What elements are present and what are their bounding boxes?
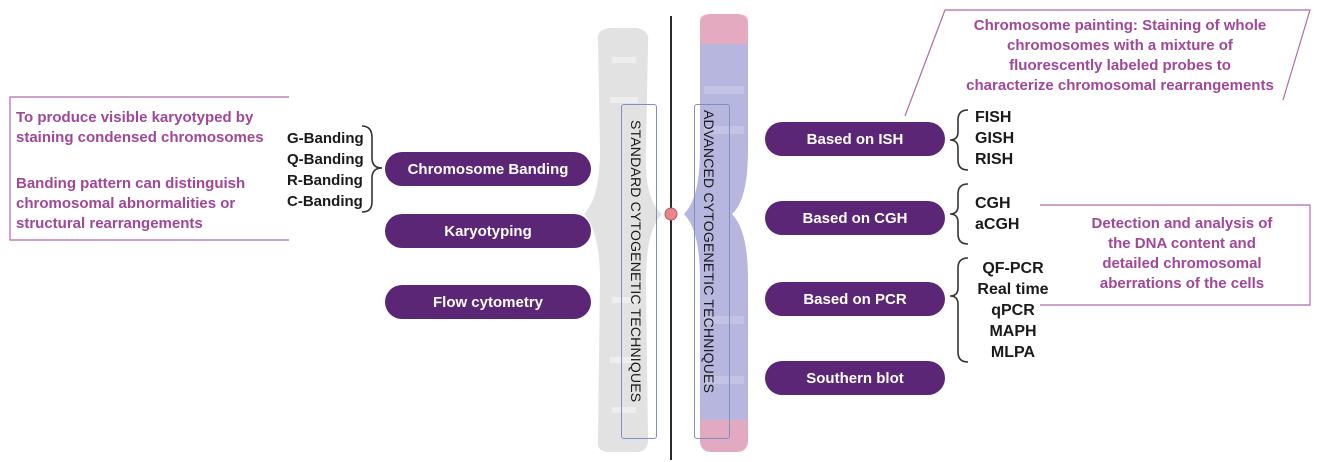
note-line: fluorescently labeled probes to bbox=[1009, 57, 1231, 74]
note-line: Detection and analysis of bbox=[1091, 215, 1273, 232]
cgh-method: CGH bbox=[975, 195, 1011, 212]
standard-chromosome-illustration bbox=[584, 28, 662, 452]
centromere-marker bbox=[664, 207, 678, 221]
note-line: Chromosome painting: Staining of whole bbox=[973, 17, 1267, 34]
ish-method: GISH bbox=[975, 130, 1015, 147]
detection-note-outline bbox=[1040, 204, 1311, 306]
pcr-bracket bbox=[949, 257, 969, 363]
cgh-method: aCGH bbox=[975, 216, 1020, 233]
advanced-axis-label: ADVANCED CYTOGENETIC TECHNIQUES bbox=[701, 110, 717, 394]
note-line: the DNA content and bbox=[1108, 235, 1256, 252]
based-on-ish-pill: Based on ISH bbox=[765, 122, 945, 156]
pcr-method: qPCR bbox=[991, 302, 1035, 319]
banding-types-list: G-Banding Q-Banding R-Banding C-Banding bbox=[287, 128, 364, 212]
pcr-method: MAPH bbox=[989, 323, 1037, 340]
ish-method: FISH bbox=[975, 109, 1012, 126]
note-line: Banding pattern can distinguish bbox=[16, 175, 246, 192]
banding-type: G-Banding bbox=[287, 130, 364, 147]
standard-axis-label: STANDARD CYTOGENETIC TECHNIQUES bbox=[628, 120, 644, 403]
banding-bracket bbox=[361, 125, 383, 213]
pcr-methods-list: QF-PCR Real time qPCR MAPH MLPA bbox=[965, 258, 1061, 363]
cgh-methods-list: CGH aCGH bbox=[975, 193, 1019, 235]
note-line: aberrations of the cells bbox=[1099, 275, 1265, 292]
note-line: chromosomal abnormalities or bbox=[16, 195, 236, 212]
note-line: staining condensed chromosomes bbox=[16, 129, 264, 146]
chromosome-banding-pill: Chromosome Banding bbox=[385, 152, 591, 186]
standard-note-banding: Banding pattern can distinguish chromoso… bbox=[16, 174, 245, 234]
note-line: characterize chromosomal rearrangements bbox=[966, 77, 1274, 94]
ish-method: RISH bbox=[975, 151, 1014, 168]
note-line: chromosomes with a mixture of bbox=[1007, 37, 1233, 54]
advanced-label-box bbox=[694, 104, 730, 439]
flow-cytometry-pill: Flow cytometry bbox=[385, 285, 591, 319]
ish-bracket bbox=[949, 109, 969, 171]
ish-methods-list: FISH GISH RISH bbox=[975, 107, 1014, 170]
cgh-bracket bbox=[949, 183, 969, 245]
standard-note-karyotype: To produce visible karyotyped by stainin… bbox=[16, 108, 264, 148]
banding-type: Q-Banding bbox=[287, 151, 364, 168]
painting-note-outline bbox=[904, 9, 1311, 117]
karyotyping-pill: Karyotyping bbox=[385, 214, 591, 248]
based-on-pcr-pill: Based on PCR bbox=[765, 282, 945, 316]
pcr-method: QF-PCR bbox=[982, 260, 1044, 277]
pcr-method: MLPA bbox=[990, 344, 1036, 361]
note-line: To produce visible karyotyped by bbox=[16, 109, 254, 126]
based-on-cgh-pill: Based on CGH bbox=[765, 201, 945, 235]
standard-label-box bbox=[621, 104, 657, 439]
banding-type: C-Banding bbox=[287, 193, 363, 210]
banding-type: R-Banding bbox=[287, 172, 363, 189]
chromosome-painting-note: Chromosome painting: Staining of whole c… bbox=[950, 16, 1290, 96]
standard-note-outline bbox=[9, 96, 289, 241]
note-line: structural rearrangements bbox=[16, 215, 203, 232]
note-line: detailed chromosomal bbox=[1102, 255, 1262, 272]
advanced-chromosome-illustration bbox=[684, 14, 748, 452]
southern-blot-pill: Southern blot bbox=[765, 361, 945, 395]
pcr-method: Real time bbox=[977, 281, 1049, 298]
detection-analysis-note: Detection and analysis of the DNA conten… bbox=[1065, 214, 1299, 294]
